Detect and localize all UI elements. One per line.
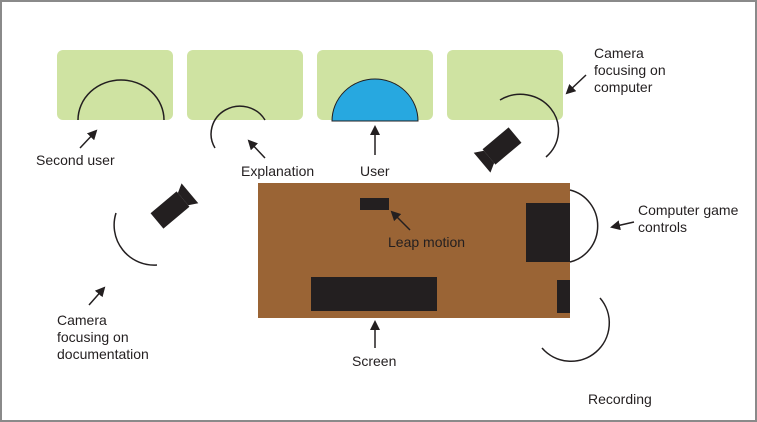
arrow-game-controls [610, 220, 635, 231]
user-head-shape [331, 78, 419, 122]
arrow-camera-computer [565, 74, 587, 95]
label-user: User [360, 163, 390, 179]
seat-second-user [57, 50, 173, 120]
label-recording: Recording [588, 391, 652, 407]
arrow-leap-motion [390, 210, 411, 231]
recording-device [557, 280, 570, 313]
game-controls-device [526, 203, 570, 262]
camera-documentation-field-arc [113, 212, 158, 266]
game-controls-arc [569, 189, 599, 263]
explanation-person-arc [210, 105, 266, 149]
second-user-arc [77, 79, 165, 121]
label-second-user: Second user [36, 152, 115, 168]
seat-camera-computer [447, 50, 563, 120]
label-explanation: Explanation [241, 163, 315, 179]
label-camera-computer: Camera focusing on computer [594, 45, 666, 95]
label-leap-motion: Leap motion [388, 234, 466, 250]
camera-documentation-icon [150, 183, 199, 229]
camera-computer-icon [473, 127, 522, 173]
arrow-second-user [79, 129, 98, 149]
arrow-camera-documentation [88, 286, 106, 306]
screen-device [311, 277, 437, 311]
leap-motion-device [360, 198, 389, 210]
label-camera-documentation: Camera focusing on documentation [57, 312, 149, 362]
arrow-explanation [247, 139, 266, 159]
camera-computer-field-arc [499, 93, 560, 158]
seat-explanation [187, 50, 303, 120]
label-screen: Screen [352, 353, 397, 369]
label-computer-game-controls: Computer game controls [638, 202, 739, 235]
recording-arc [541, 297, 610, 362]
